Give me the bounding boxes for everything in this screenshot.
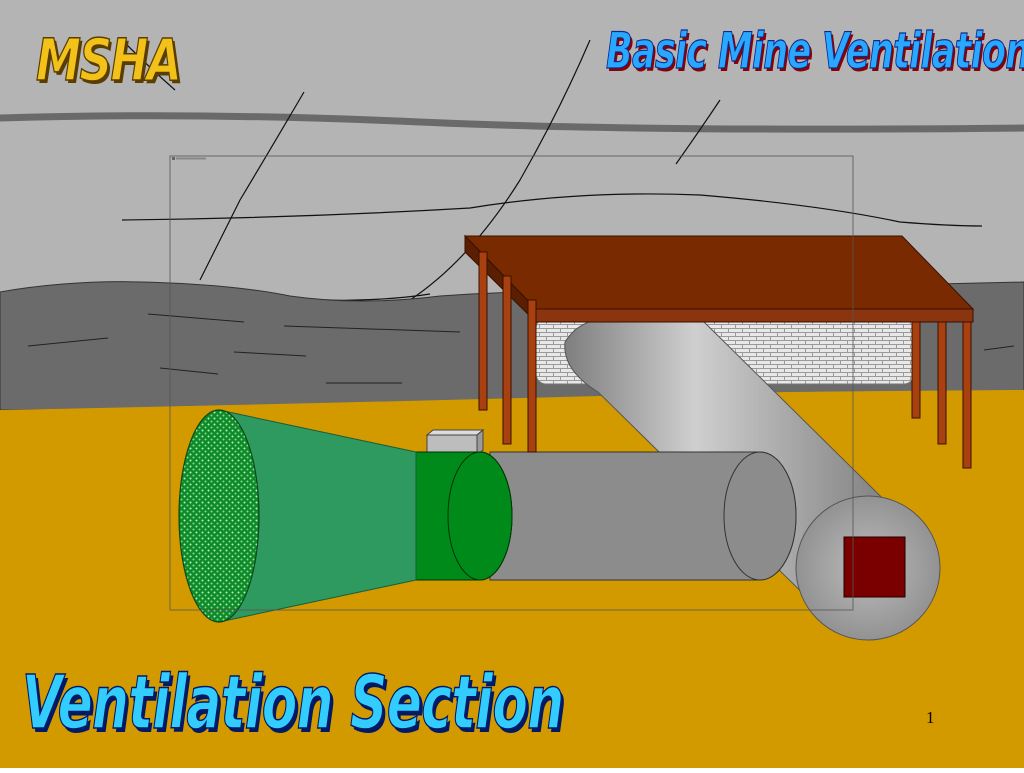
section-title: Ventilation Section bbox=[21, 659, 564, 747]
fan-intake-screen bbox=[178, 409, 260, 623]
post bbox=[911, 321, 921, 419]
post bbox=[502, 275, 512, 445]
page-title: Basic Mine Ventilation bbox=[606, 21, 1024, 80]
post bbox=[962, 321, 972, 469]
overcast-structure bbox=[463, 234, 975, 469]
roof-cracks bbox=[121, 39, 983, 301]
embedded-frame bbox=[169, 155, 854, 611]
fan-housing bbox=[411, 451, 513, 581]
post bbox=[527, 299, 537, 453]
page-number: 1 bbox=[926, 708, 935, 727]
roof-seam-line bbox=[0, 112, 1024, 133]
post bbox=[478, 251, 488, 411]
post bbox=[937, 321, 947, 445]
horizontal-duct bbox=[489, 451, 797, 581]
control-box-red bbox=[843, 536, 906, 598]
seam-lines bbox=[27, 313, 1015, 384]
msha-logo: MSHA bbox=[35, 25, 182, 95]
